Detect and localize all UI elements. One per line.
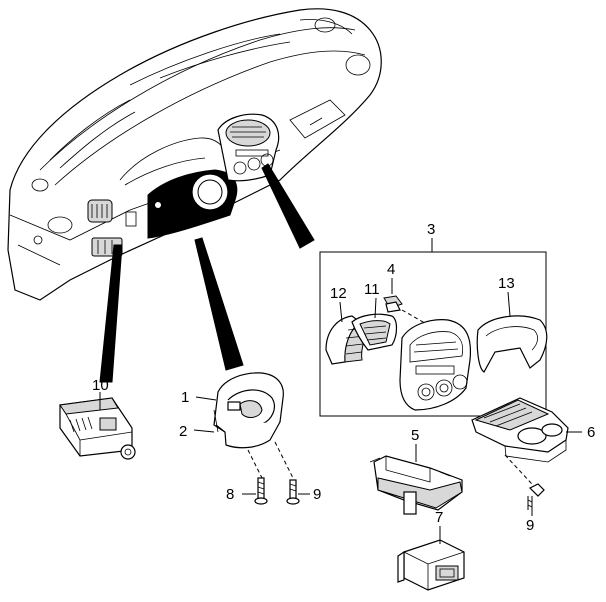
callout-1: 1 bbox=[181, 389, 189, 406]
trim-bezel-part-13 bbox=[476, 291, 548, 373]
callout-labels: 1 2 3 4 5 6 7 8 9 9 10 11 12 13 bbox=[92, 221, 595, 534]
callout-11: 11 bbox=[364, 281, 380, 298]
callout-9-left: 9 bbox=[313, 486, 321, 503]
screws-parts-8-9 bbox=[242, 454, 545, 516]
center-fascia-panel bbox=[399, 319, 472, 411]
callout-7: 7 bbox=[435, 509, 443, 526]
screw-part-8 bbox=[242, 477, 268, 505]
vent-part-11 bbox=[351, 297, 398, 351]
callout-4: 4 bbox=[387, 261, 395, 278]
leader-wedge-10 bbox=[99, 244, 123, 383]
clip-part-4 bbox=[383, 278, 431, 327]
socket-box-part-7 bbox=[397, 526, 465, 591]
switch-vents bbox=[69, 416, 93, 433]
screw-part-9-right bbox=[504, 454, 545, 516]
callout-3: 3 bbox=[427, 221, 435, 238]
cluster-bezel-parts-1-2 bbox=[193, 372, 295, 481]
callout-12: 12 bbox=[330, 285, 347, 302]
callout-6: 6 bbox=[587, 424, 595, 441]
callout-2: 2 bbox=[179, 423, 187, 440]
callout-13: 13 bbox=[498, 275, 515, 292]
switch-module-part-10 bbox=[59, 392, 136, 460]
callout-10: 10 bbox=[92, 377, 109, 394]
screw-part-9-left bbox=[286, 479, 310, 505]
callout-5: 5 bbox=[411, 427, 419, 444]
leader-wedge-1-2 bbox=[194, 237, 244, 371]
ashtray-housing-part-5 bbox=[369, 444, 463, 515]
dashboard-assembly bbox=[7, 8, 382, 301]
callout-9-right: 9 bbox=[526, 517, 534, 534]
cup-holder-part-6 bbox=[471, 397, 582, 463]
leader-wedges bbox=[99, 163, 315, 383]
leader-wedge-3 bbox=[261, 163, 315, 249]
callout-8: 8 bbox=[226, 486, 234, 503]
